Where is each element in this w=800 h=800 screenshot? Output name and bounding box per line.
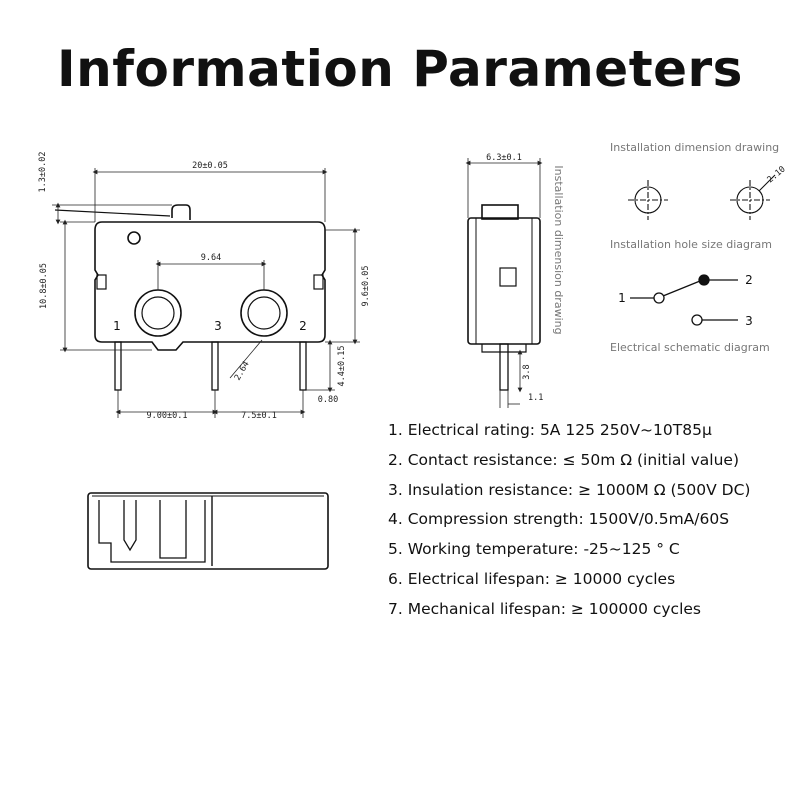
right-tab	[313, 274, 324, 290]
install-holes	[628, 174, 776, 220]
pin-2-label: 2	[299, 319, 307, 333]
dim-pin-offset: 0.80	[318, 395, 338, 405]
dim-pin-spacing-2: 7.5±0.1	[241, 411, 277, 421]
node-2-label: 2	[745, 273, 753, 287]
side-caption: Installation dimension drawing	[552, 165, 565, 334]
dim-pin-length: 4.4±0.15	[337, 346, 347, 387]
node-1-label: 1	[618, 291, 626, 305]
dim-hole-spacing: 9.64	[201, 253, 221, 263]
pin-1-label: 1	[113, 319, 121, 333]
left-tab	[96, 274, 107, 290]
small-hole	[127, 231, 141, 245]
side-pin	[499, 343, 509, 391]
parameter-item: 3. Insulation resistance: ≥ 1000M Ω (500…	[388, 480, 751, 499]
side-dim-width: 6.3±0.1	[486, 153, 522, 163]
mounting-hole-right-inner	[247, 296, 281, 330]
pin-3-label: 3	[214, 319, 222, 333]
dim-width: 20±0.05	[192, 161, 228, 171]
bottom-view	[87, 492, 329, 570]
actuator-button	[171, 204, 191, 220]
dim-pin-diameter: 2.64	[233, 360, 252, 383]
hole-dim: 2.10	[766, 164, 788, 185]
side-dimensions	[465, 158, 543, 408]
front-dimensions	[52, 168, 360, 418]
pin-1-lead	[114, 341, 122, 391]
lever-arm	[54, 209, 171, 217]
parameter-item: 2. Contact resistance: ≤ 50m Ω (initial …	[388, 450, 739, 469]
side-window	[499, 267, 517, 287]
side-view	[467, 204, 541, 391]
page-title: Information Parameters	[57, 40, 743, 98]
dim-top: 1.3±0.02	[38, 152, 48, 193]
side-dim-pin-length: 3.8	[522, 364, 532, 379]
install-caption: Installation dimension drawing	[610, 141, 779, 154]
dim-height-right: 9.6±0.05	[361, 266, 371, 307]
schematic	[630, 274, 738, 326]
parameter-item: 5. Working temperature: -25~125 ° C	[388, 540, 680, 559]
parameter-item: 1. Electrical rating: 5A 125 250V~10T85µ	[388, 421, 712, 439]
pin-3-lead	[211, 341, 219, 391]
schematic-caption: Electrical schematic diagram	[610, 341, 770, 354]
side-actuator	[481, 204, 519, 220]
mounting-hole-left-inner	[141, 296, 175, 330]
dim-pin-spacing-1: 9.00±0.1	[147, 411, 188, 421]
front-view	[54, 204, 326, 391]
parameter-item: 6. Electrical lifespan: ≥ 10000 cycles	[388, 569, 676, 588]
parameter-item: 7. Mechanical lifespan: ≥ 100000 cycles	[388, 599, 701, 618]
switch-body	[94, 221, 326, 351]
hole-caption: Installation hole size diagram	[610, 238, 772, 251]
pin-2-lead	[299, 341, 307, 391]
node-3-label: 3	[745, 314, 753, 328]
side-body	[467, 217, 541, 345]
dim-height-left: 10.8±0.05	[39, 263, 49, 309]
side-dim-pin-width: 1.1	[528, 393, 543, 403]
bottom-body	[87, 492, 329, 570]
parameter-list: 1. Electrical rating: 5A 125 250V~10T85µ…	[388, 416, 798, 625]
parameter-item: 4. Compression strength: 1500V/0.5mA/60S	[388, 510, 730, 529]
